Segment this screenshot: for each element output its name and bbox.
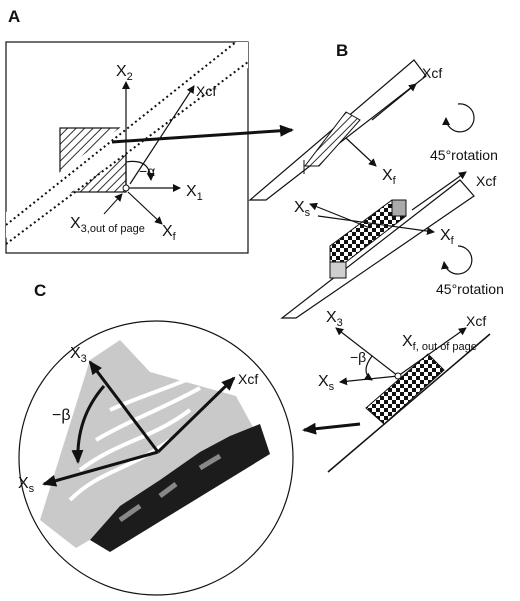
panel-c: C X3 Xcf −β Xs [18, 281, 294, 596]
dark-tissue-band [90, 424, 270, 552]
xcf-mid-arrow [411, 171, 467, 211]
xs-mid-arrow [309, 202, 371, 229]
x3-c-label: X3 [70, 345, 87, 365]
xf-out-label: Xf, out of page [402, 333, 477, 353]
panel-a: A X2 X1 Xcf Xf X3,out of page −α [5, 7, 249, 254]
beta-angle-arc-c [71, 385, 106, 464]
xs-lower-label: Xs [318, 373, 335, 393]
tissue-striations [68, 368, 211, 502]
xf-top-label: Xf [382, 167, 397, 187]
rotation-icon-1 [442, 103, 475, 133]
xcf-label: Xcf [196, 83, 216, 99]
xf-axis-arrow [127, 191, 163, 225]
xcf-top-label: Xcf [422, 65, 442, 81]
x3-label: X3,out of page [70, 215, 145, 235]
tissue-section [40, 340, 260, 548]
x3-pointer-arrow [103, 193, 123, 215]
micrograph-image [40, 340, 270, 552]
panel-b: B Xcf Xf 45°rotation Xcf Xs Xf 45°rotati… [248, 41, 504, 473]
xcf-axis-arrow [129, 85, 195, 185]
xcf-lower-arrow [397, 327, 467, 377]
xcf-mid-label: Xcf [476, 173, 496, 189]
lower-origin-dot [394, 372, 402, 380]
panel-c-letter: C [34, 281, 46, 300]
xcf-c-label: Xcf [238, 371, 258, 387]
lower-diagonal-line [327, 333, 491, 473]
xf-mid-label: Xf [440, 227, 455, 247]
beta-angle-arc-b [363, 355, 373, 381]
alpha-label: −α [139, 163, 155, 179]
arrow-b-to-c [302, 422, 361, 435]
x3-lower-arrow [335, 327, 399, 377]
x3-c-arrow [88, 360, 160, 453]
xs-c-arrow [42, 450, 159, 487]
band-texture [118, 453, 222, 523]
xf-mid-arrow [317, 215, 435, 236]
rotation-1-label: 45°rotation [430, 147, 498, 163]
top-slab-hatched-region [303, 111, 361, 167]
lower-checker-block [365, 353, 445, 425]
block-top-face [391, 199, 407, 217]
rotation-2-label: 45°rotation [436, 281, 504, 297]
xs-c-label: Xs [18, 475, 35, 495]
panel-a-frame [5, 41, 249, 254]
x3-lower-label: X3 [326, 309, 343, 329]
origin-dot [122, 184, 130, 192]
xcf-c-arrow [156, 376, 236, 454]
panel-a-letter: A [8, 7, 20, 26]
xs-mid-label: Xs [294, 199, 311, 219]
beta-c-label: −β [52, 407, 71, 424]
dotted-line-lower [5, 61, 249, 245]
arrow-a-to-b [111, 124, 294, 144]
dotted-line-upper [5, 41, 237, 226]
alpha-angle-arc [125, 160, 155, 181]
beta-b-label: −β [350, 349, 366, 365]
xcf-lower-label: Xcf [466, 313, 486, 329]
x1-label: X1 [186, 183, 203, 203]
xcf-top-arrow [371, 83, 417, 121]
block-end-face [329, 261, 347, 279]
middle-slab [280, 179, 475, 319]
panel-b-letter: B [336, 41, 348, 60]
x2-label: X2 [116, 63, 133, 83]
xf-top-arrow [345, 137, 377, 167]
rotation-icon-2 [441, 245, 473, 275]
xf-label: Xf [162, 223, 177, 243]
